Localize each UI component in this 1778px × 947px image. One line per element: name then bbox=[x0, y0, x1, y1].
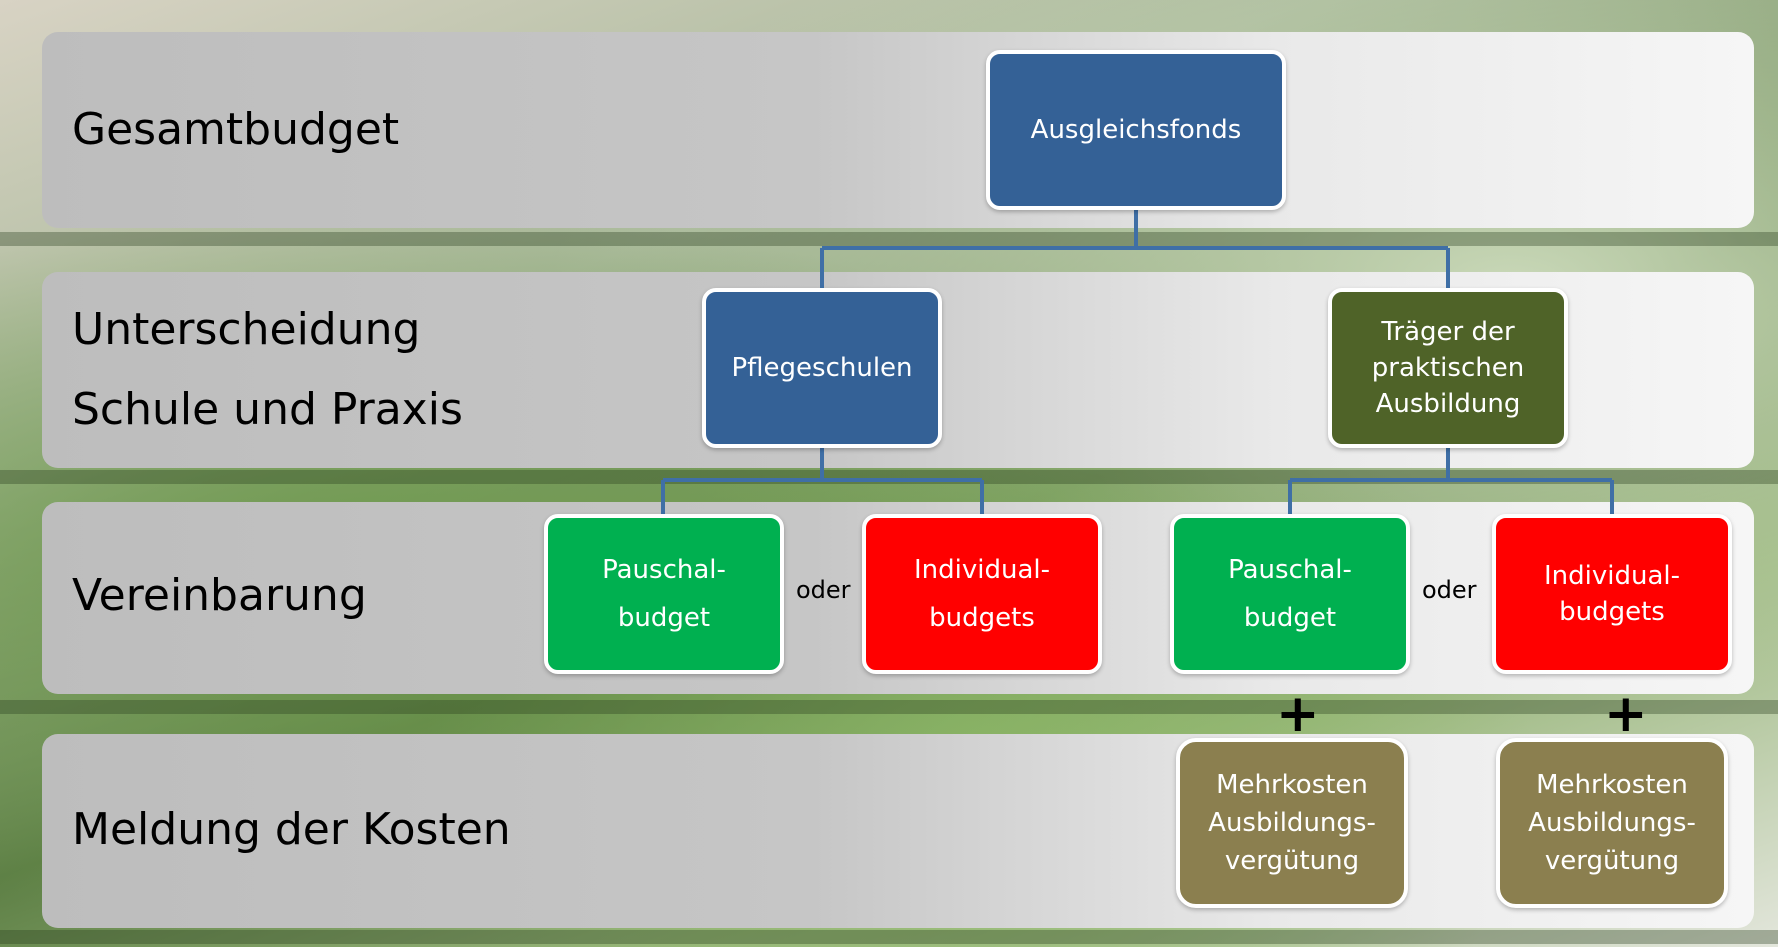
connector-pflegeschulen bbox=[661, 446, 984, 516]
node-label: Individual- budgets bbox=[913, 555, 1050, 633]
node-label: Mehrkosten Ausbildungs- vergütung bbox=[1208, 770, 1376, 876]
row-label-line: Unterscheidung bbox=[72, 304, 421, 355]
row-label-unterscheidung: Unterscheidung Schule und Praxis bbox=[72, 290, 463, 450]
node-traeger-praktische-ausbildung: Träger der praktischen Ausbildung bbox=[1328, 288, 1568, 448]
row-gesamtbudget: Gesamtbudget bbox=[42, 32, 1754, 228]
node-label: Individual- budgets bbox=[1543, 561, 1680, 627]
row-label-line: Meldung der Kosten bbox=[72, 804, 511, 855]
node-ausgleichsfonds: Ausgleichsfonds bbox=[986, 50, 1286, 210]
node-label: Ausgleichsfonds bbox=[1030, 115, 1242, 145]
row-label-vereinbarung: Vereinbarung bbox=[72, 556, 367, 636]
node-schule-individualbudgets: Individual- budgets bbox=[862, 514, 1102, 674]
background-stripe bbox=[0, 700, 1778, 714]
node-label: Pauschal- budget bbox=[602, 555, 726, 633]
row-label-line: Gesamtbudget bbox=[72, 104, 400, 155]
node-label: Pflegeschulen bbox=[731, 353, 913, 383]
plus-sign-1: + bbox=[1276, 684, 1320, 744]
node-pflegeschulen: Pflegeschulen bbox=[702, 288, 942, 448]
node-label: Pauschal- budget bbox=[1228, 555, 1352, 633]
node-label: Mehrkosten Ausbildungs- vergütung bbox=[1528, 770, 1696, 876]
row-meldung: Meldung der Kosten bbox=[42, 734, 1754, 928]
oder-label-schule: oder bbox=[796, 576, 851, 604]
row-label-line: Schule und Praxis bbox=[72, 384, 463, 435]
connector-ausgleichsfonds bbox=[820, 208, 1450, 290]
connector-traeger bbox=[1288, 446, 1614, 516]
node-mehrkosten-2: Mehrkosten Ausbildungs- vergütung bbox=[1496, 738, 1728, 908]
oder-label-praxis: oder bbox=[1422, 576, 1477, 604]
background-stripe bbox=[0, 232, 1778, 246]
row-label-meldung: Meldung der Kosten bbox=[72, 790, 511, 870]
row-label-gesamtbudget: Gesamtbudget bbox=[72, 90, 399, 170]
row-label-line: Vereinbarung bbox=[72, 570, 367, 621]
node-praxis-pauschalbudget: Pauschal- budget bbox=[1170, 514, 1410, 674]
background-stripe bbox=[0, 930, 1778, 944]
node-schule-pauschalbudget: Pauschal- budget bbox=[544, 514, 784, 674]
node-mehrkosten-1: Mehrkosten Ausbildungs- vergütung bbox=[1176, 738, 1408, 908]
node-label: Träger der praktischen Ausbildung bbox=[1371, 317, 1525, 419]
node-praxis-individualbudgets: Individual- budgets bbox=[1492, 514, 1732, 674]
plus-sign-2: + bbox=[1604, 684, 1648, 744]
